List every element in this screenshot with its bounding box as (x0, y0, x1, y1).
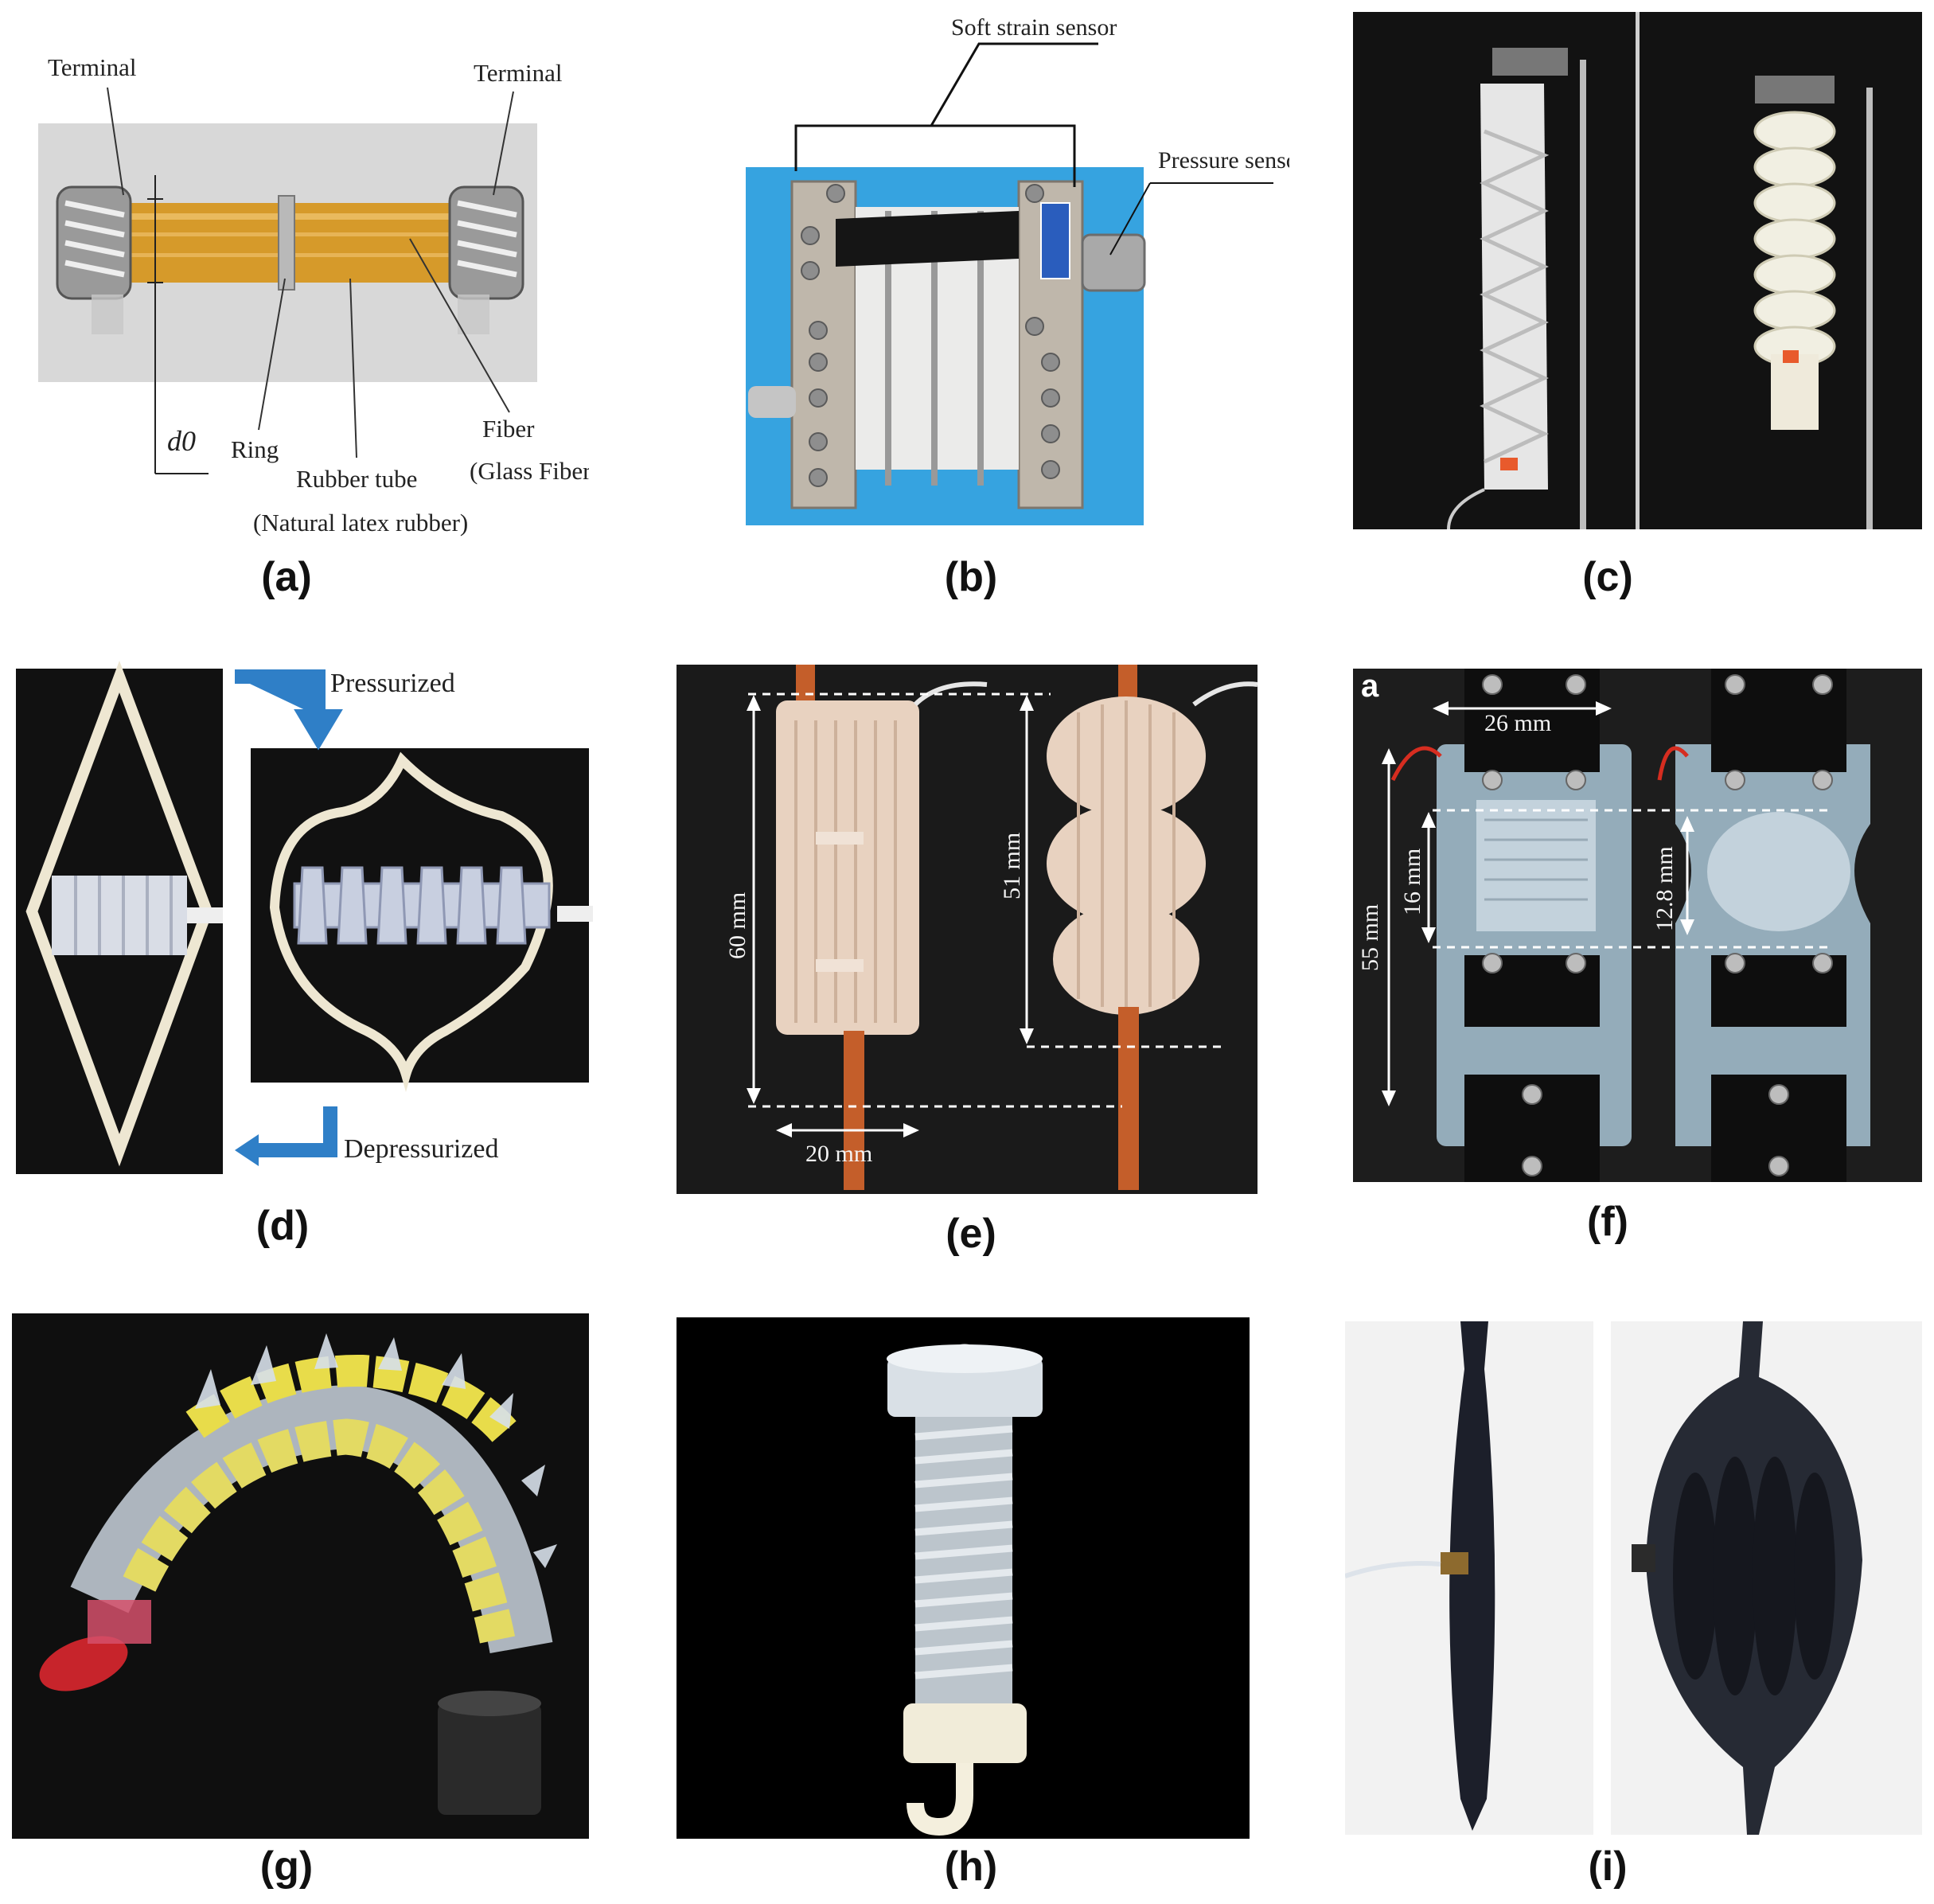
label-terminal-right: Terminal (474, 59, 563, 87)
label-terminal-left: Terminal (48, 53, 137, 81)
panel-b-photo (746, 42, 1273, 525)
caption-d: (d) (255, 1203, 310, 1249)
panel-g (12, 1313, 589, 1839)
caption-i: (i) (1588, 1844, 1628, 1890)
label-sub-a: a (1361, 669, 1379, 704)
panel-f-photo (1353, 669, 1922, 1182)
panel-f: a 26 mm 55 mm 16 mm 12.8 mm (1353, 661, 1922, 1182)
caption-c: (c) (1582, 554, 1633, 600)
panel-i (1345, 1321, 1922, 1835)
panel-c-photo (1353, 12, 1922, 529)
panel-i-photo (1345, 1321, 1922, 1835)
panel-d-photo (16, 660, 593, 1174)
panel-e: 60 mm 51 mm 20 mm (677, 657, 1265, 1198)
label-51mm: 51 mm (999, 832, 1025, 899)
caption-a: (a) (261, 554, 312, 600)
label-d0: d0 (167, 425, 196, 457)
label-fiber: Fiber (482, 415, 535, 443)
label-soft-strain-sensor: Soft strain sensor (951, 14, 1117, 41)
label-55mm: 55 mm (1357, 903, 1383, 971)
label-depressurized: Depressurized (344, 1134, 499, 1164)
panel-b: Soft strain sensor Pressure sensor (716, 0, 1289, 541)
panel-h (677, 1317, 1250, 1839)
panel-g-photo (12, 1313, 589, 1839)
panel-e-photo (677, 665, 1258, 1194)
label-12-8mm: 12.8 mm (1651, 846, 1678, 931)
label-glass-fiber: (Glass Fiber) (470, 457, 589, 485)
caption-e: (e) (946, 1211, 996, 1257)
label-16mm: 16 mm (1399, 848, 1425, 915)
panel-a: Terminal Terminal d0 Ring Rubber tube (N… (0, 0, 589, 541)
panel-d: Pressurized Depressurized (0, 653, 593, 1178)
label-rubber-tube: Rubber tube (296, 465, 418, 493)
label-26mm: 26 mm (1484, 710, 1552, 736)
label-ring: Ring (231, 435, 279, 463)
label-natural-latex: (Natural latex rubber) (253, 509, 469, 536)
label-pressurized: Pressurized (330, 669, 455, 698)
caption-g: (g) (259, 1844, 314, 1890)
panel-a-photo (38, 87, 537, 474)
caption-b: (b) (944, 554, 998, 600)
caption-f: (f) (1587, 1199, 1628, 1245)
label-20mm: 20 mm (805, 1141, 873, 1167)
panel-h-photo (677, 1317, 1250, 1839)
label-pressure-sensor: Pressure sensor (1158, 147, 1289, 174)
caption-h: (h) (944, 1844, 998, 1890)
panel-c (1353, 12, 1922, 529)
label-60mm: 60 mm (724, 892, 751, 959)
